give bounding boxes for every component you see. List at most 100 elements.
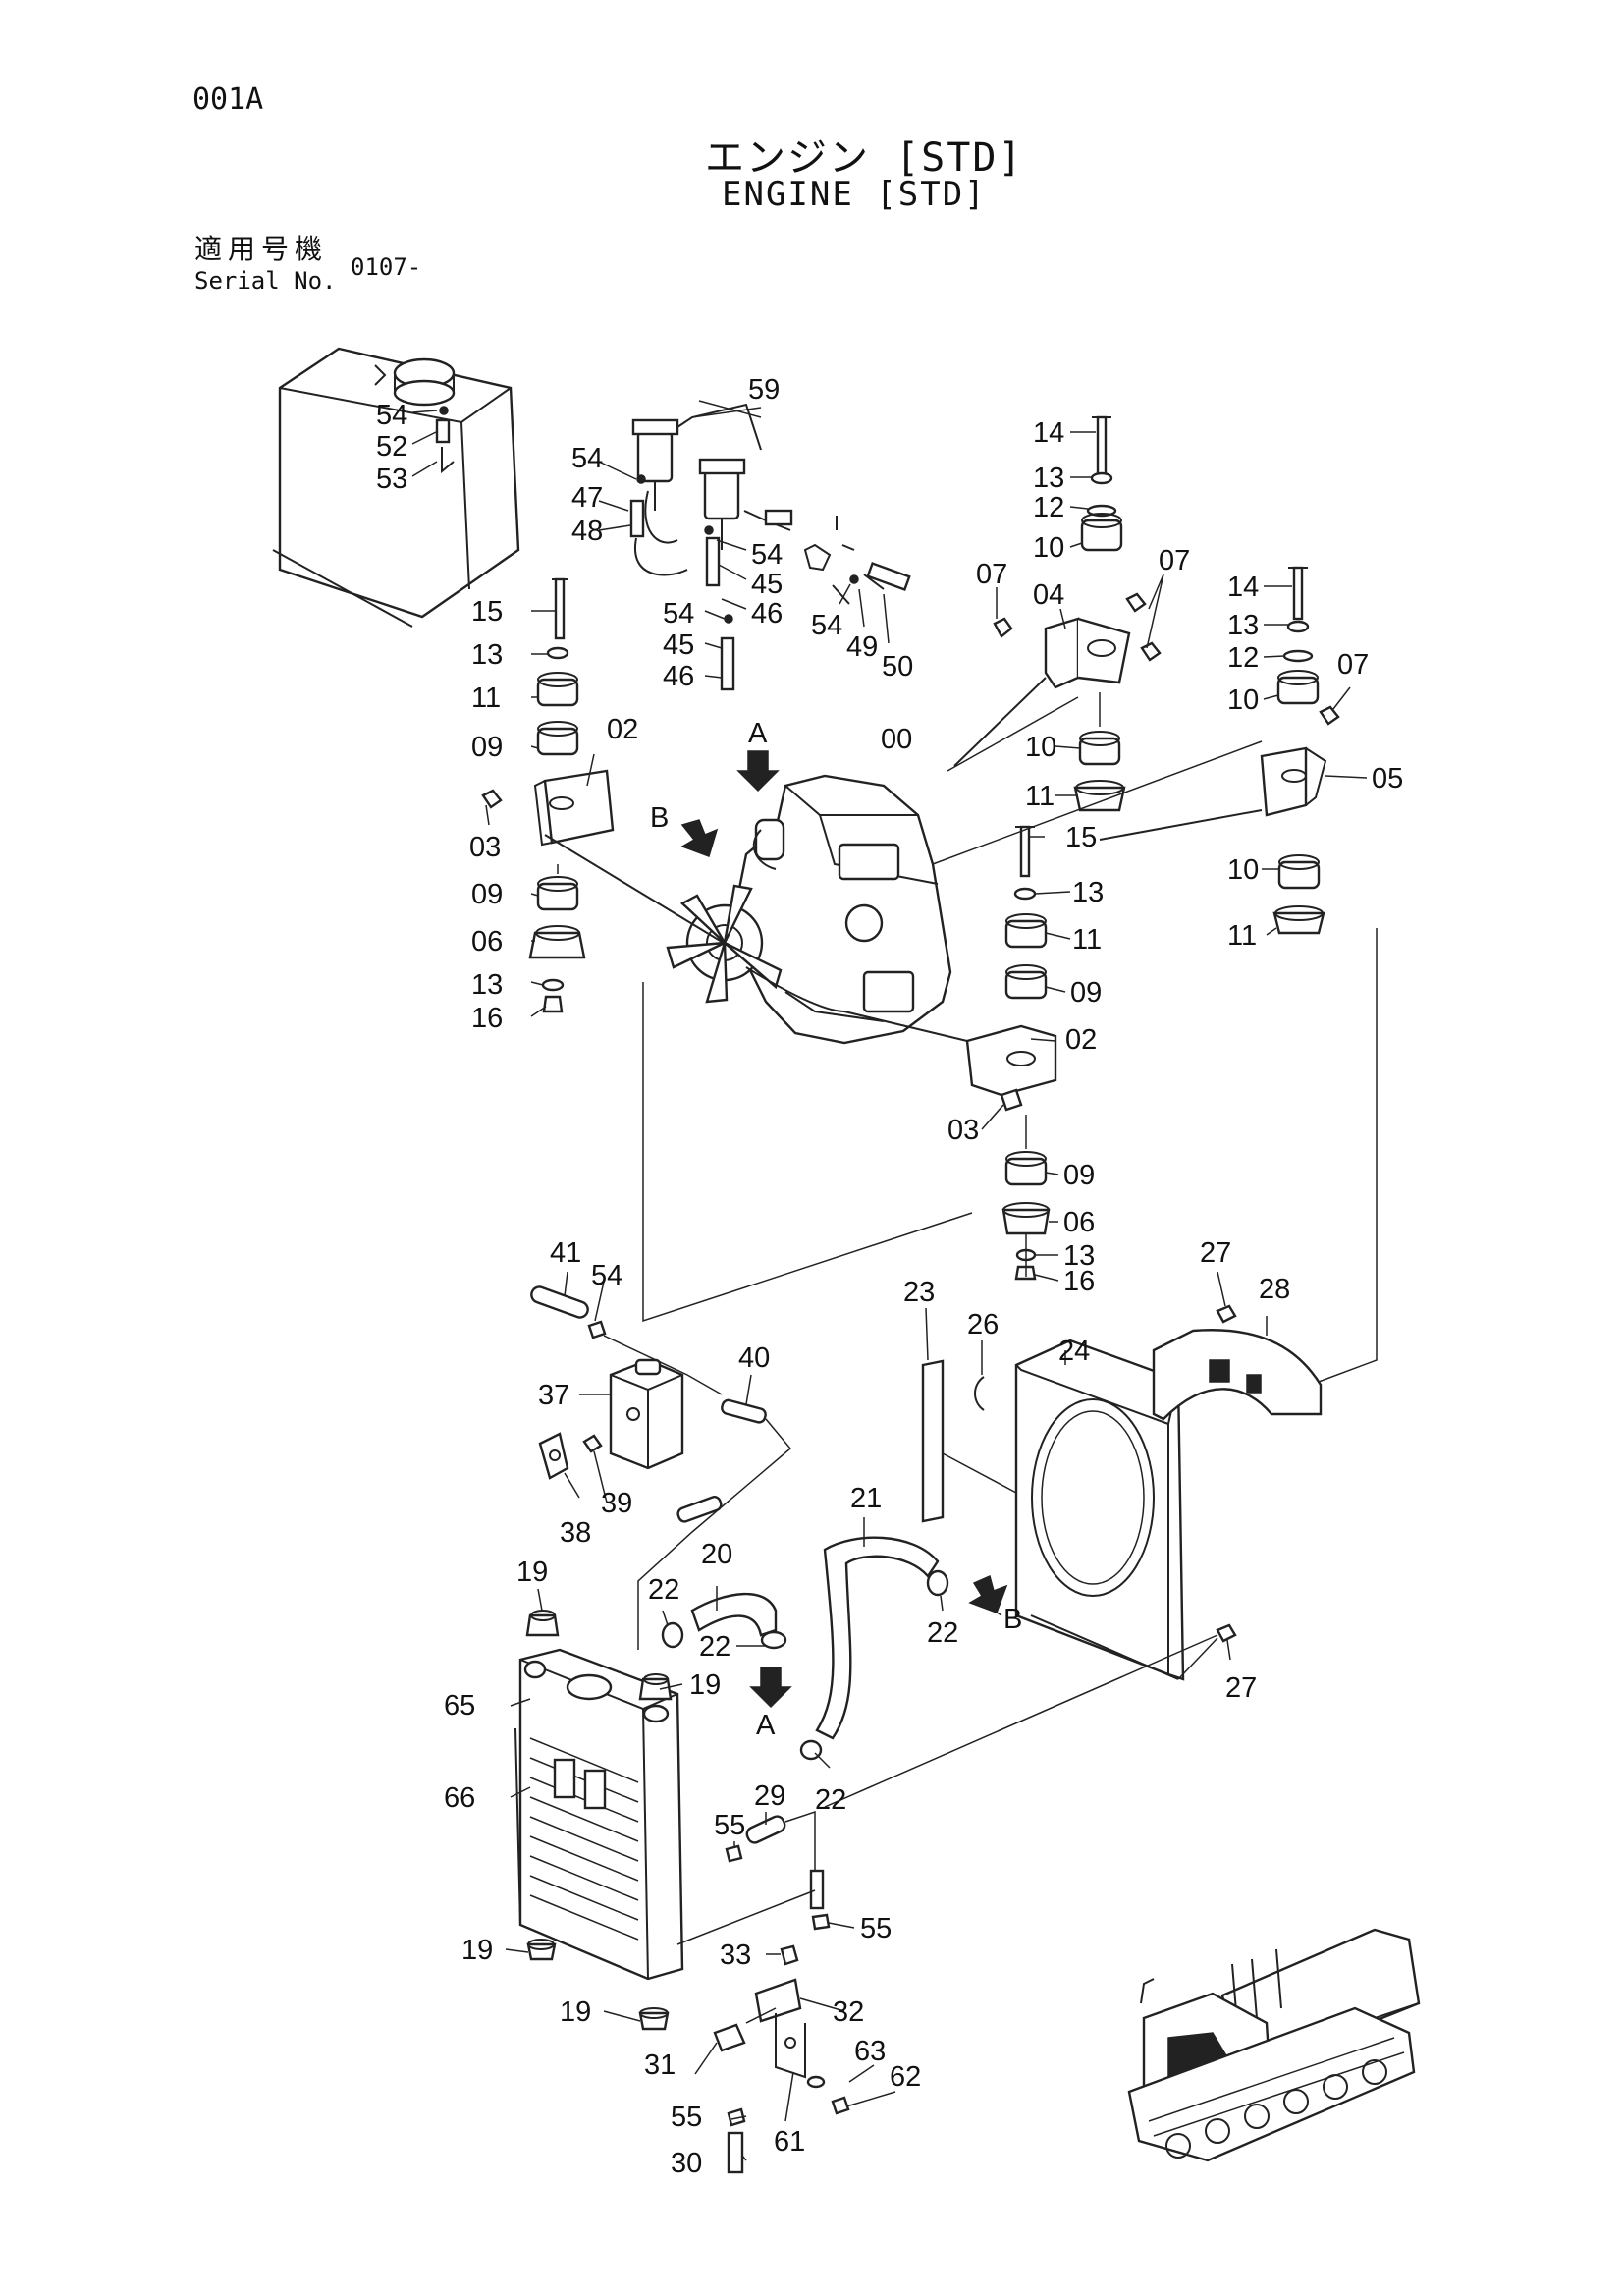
fan-shroud xyxy=(1014,1339,1185,1681)
callout-46: 46 xyxy=(663,661,694,692)
fuel-pipes xyxy=(629,474,911,691)
hose-29-and-drain xyxy=(676,1634,1218,1945)
callout-leaders xyxy=(411,400,1368,2161)
callout-33: 33 xyxy=(720,1940,751,1971)
fuel-filter-left xyxy=(631,403,762,544)
callout-54: 54 xyxy=(751,539,783,571)
callout-28: 28 xyxy=(1259,1274,1290,1305)
engine-block xyxy=(732,774,952,1045)
callout-55: 55 xyxy=(671,2102,702,2133)
callout-00: 00 xyxy=(881,724,912,755)
callout-48: 48 xyxy=(571,516,603,547)
lower-hose-21 xyxy=(799,1536,1008,1761)
callout-55: 55 xyxy=(714,1810,745,1841)
callout-10: 10 xyxy=(1025,732,1056,763)
callout-37: 37 xyxy=(538,1380,569,1411)
callout-65: 65 xyxy=(444,1690,475,1722)
callout-53: 53 xyxy=(376,464,407,495)
callout-19: 19 xyxy=(560,1996,591,2028)
flow-arrow-b-top xyxy=(680,819,719,857)
callout-14: 14 xyxy=(1227,572,1259,603)
callout-09: 09 xyxy=(471,879,503,910)
flow-arrow-a-top xyxy=(736,750,780,793)
callout-61: 61 xyxy=(774,2126,805,2158)
callout-50: 50 xyxy=(882,651,913,683)
callout-22: 22 xyxy=(815,1784,846,1816)
callout-03: 03 xyxy=(469,832,501,863)
callout-54: 54 xyxy=(811,610,842,641)
callout-59: 59 xyxy=(748,374,780,406)
rubber-seal-23 xyxy=(921,1359,1017,1523)
callout-07: 07 xyxy=(1337,649,1369,681)
callout-32: 32 xyxy=(833,1996,864,2028)
callout-09: 09 xyxy=(1063,1160,1095,1191)
callout-52: 52 xyxy=(376,431,407,463)
callout-22: 22 xyxy=(648,1574,679,1606)
callout-13: 13 xyxy=(471,969,503,1001)
shroud-bolts xyxy=(1177,1304,1237,1680)
callout-15: 15 xyxy=(471,596,503,628)
page-code: 001A xyxy=(192,82,264,117)
callout-10: 10 xyxy=(1227,684,1259,716)
callout-16: 16 xyxy=(1063,1266,1095,1297)
upper-hose-20 xyxy=(661,1592,792,1709)
callout-b: B xyxy=(1003,1604,1022,1635)
radiator-caps-and-mounts xyxy=(525,1610,673,2031)
callout-10: 10 xyxy=(1227,854,1259,886)
callout-13: 13 xyxy=(1227,610,1259,641)
title-english: ENGINE [STD] xyxy=(722,175,987,214)
callout-02: 02 xyxy=(607,714,638,745)
callout-46: 46 xyxy=(751,598,783,629)
callout-09: 09 xyxy=(471,732,503,763)
callout-20: 20 xyxy=(701,1539,732,1570)
callout-a: A xyxy=(748,718,768,749)
callout-13: 13 xyxy=(1072,877,1104,908)
callout-14: 14 xyxy=(1033,417,1064,449)
callout-12: 12 xyxy=(1227,642,1259,674)
callout-11: 11 xyxy=(1072,924,1102,956)
callout-49: 49 xyxy=(846,631,878,663)
callout-a: A xyxy=(756,1710,776,1741)
callout-19: 19 xyxy=(461,1935,493,1966)
callout-54: 54 xyxy=(571,443,603,474)
callout-07: 07 xyxy=(1159,545,1190,576)
callout-19: 19 xyxy=(516,1557,548,1588)
callout-54: 54 xyxy=(591,1260,622,1291)
callout-02: 02 xyxy=(1065,1024,1097,1056)
callout-07: 07 xyxy=(976,559,1007,590)
callout-05: 05 xyxy=(1372,763,1403,794)
callout-b: B xyxy=(650,802,669,834)
assembly-guide-lines xyxy=(642,696,1378,1386)
callout-11: 11 xyxy=(471,683,501,714)
callout-22: 22 xyxy=(699,1631,730,1663)
callout-21: 21 xyxy=(850,1483,882,1514)
callout-26: 26 xyxy=(967,1309,999,1340)
callout-16: 16 xyxy=(471,1003,503,1034)
callout-11: 11 xyxy=(1025,781,1055,812)
callout-30: 30 xyxy=(671,2148,702,2179)
serial-label-japanese: 適用号機 xyxy=(194,233,329,265)
callout-12: 12 xyxy=(1033,492,1064,523)
callout-22: 22 xyxy=(927,1617,958,1649)
callout-13: 13 xyxy=(471,639,503,671)
clip-26 xyxy=(974,1376,985,1411)
radiator xyxy=(514,1648,684,1981)
callout-40: 40 xyxy=(738,1342,770,1374)
callout-39: 39 xyxy=(601,1488,632,1519)
callout-47: 47 xyxy=(571,482,603,514)
coolant-hose-41 xyxy=(530,1285,723,1395)
drain-cock-assembly xyxy=(713,1944,850,2174)
callout-13: 13 xyxy=(1063,1240,1095,1272)
callout-15: 15 xyxy=(1065,822,1097,853)
mount-stack-center-lower xyxy=(843,825,1057,1281)
serial-number-value: 0107- xyxy=(351,253,422,281)
callout-04: 04 xyxy=(1033,579,1064,611)
callout-45: 45 xyxy=(751,569,783,600)
callout-03: 03 xyxy=(947,1115,979,1146)
callout-62: 62 xyxy=(890,2061,921,2093)
callout-54: 54 xyxy=(376,400,407,431)
callout-29: 29 xyxy=(754,1780,785,1812)
callout-27: 27 xyxy=(1200,1237,1231,1269)
callout-06: 06 xyxy=(1063,1207,1095,1238)
